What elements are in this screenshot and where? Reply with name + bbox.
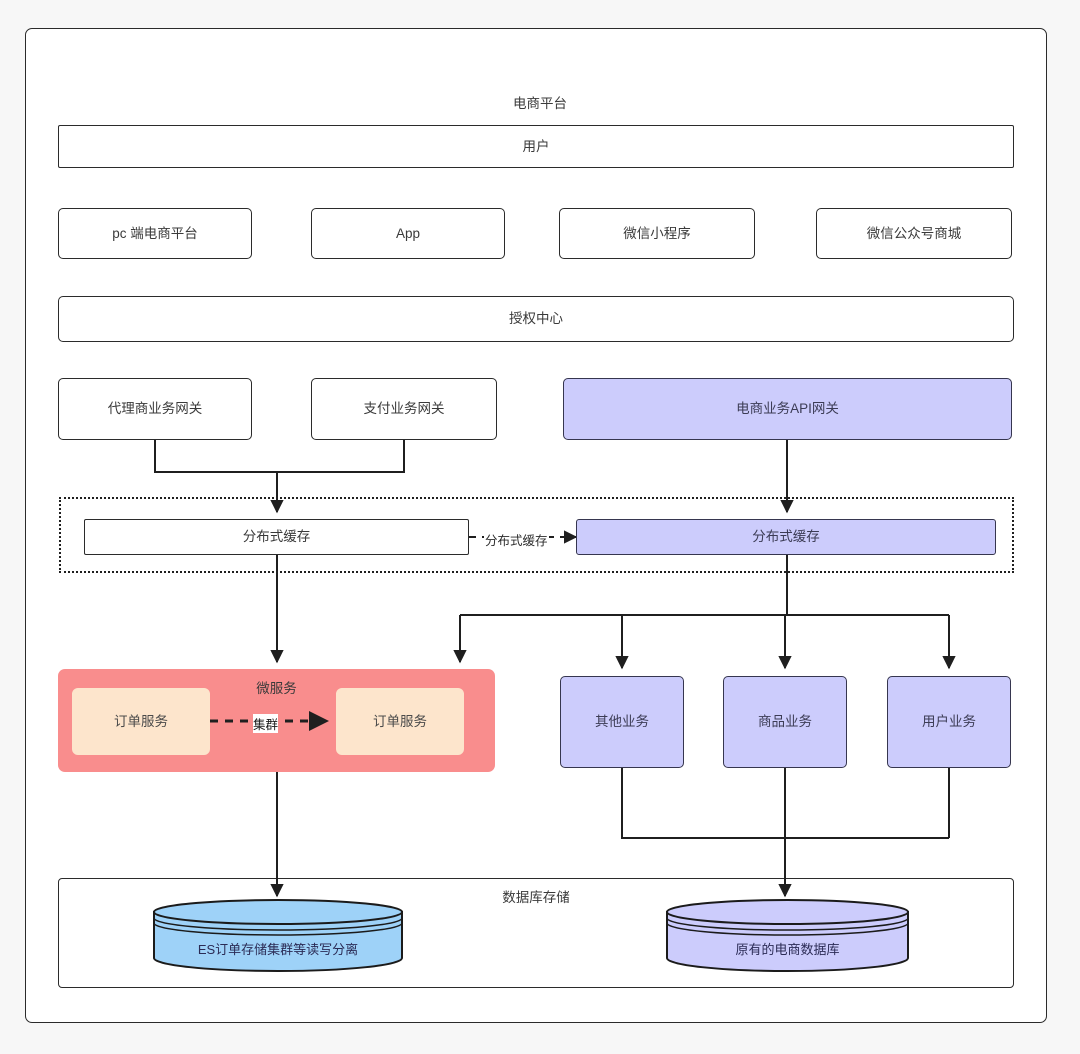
- business-service-label: 用户业务: [922, 714, 976, 730]
- database-legacy-ecommerce[interactable]: 原有的电商数据库: [665, 898, 910, 972]
- gateway-ecommerce-api[interactable]: 电商业务API网关: [563, 378, 1012, 440]
- business-service-other[interactable]: 其他业务: [560, 676, 684, 768]
- client-label: 微信公众号商城: [866, 225, 962, 241]
- business-service-label: 商品业务: [758, 714, 812, 730]
- gateway-label: 代理商业务网关: [107, 401, 203, 417]
- microservice-group-label: 微服务: [256, 681, 297, 696]
- database-es-order-store[interactable]: ES订单存储集群等读写分离: [152, 898, 404, 972]
- cache-group-container: [59, 497, 1014, 573]
- client-app[interactable]: App: [311, 208, 505, 259]
- business-service-label: 其他业务: [595, 714, 649, 730]
- auth-center[interactable]: 授权中心: [58, 296, 1014, 342]
- user-bar[interactable]: 用户: [58, 125, 1014, 168]
- order-service-secondary[interactable]: 订单服务: [336, 688, 464, 755]
- client-label: 微信小程序: [623, 225, 691, 241]
- client-pc-ecommerce[interactable]: pc 端电商平台: [58, 208, 252, 259]
- client-wechat-official-mall[interactable]: 微信公众号商城: [816, 208, 1012, 259]
- auth-center-label: 授权中心: [509, 311, 563, 327]
- gateway-agent-business[interactable]: 代理商业务网关: [58, 378, 252, 440]
- gateway-payment-business[interactable]: 支付业务网关: [311, 378, 497, 440]
- order-service-label: 订单服务: [114, 713, 168, 729]
- business-service-user[interactable]: 用户业务: [887, 676, 1011, 768]
- client-label: pc 端电商平台: [112, 225, 198, 241]
- gateway-label: 支付业务网关: [363, 401, 445, 417]
- order-service-primary[interactable]: 订单服务: [72, 688, 210, 755]
- cache-primary[interactable]: 分布式缓存: [84, 519, 469, 555]
- cache-label: 分布式缓存: [752, 529, 820, 545]
- diagram-title: 电商平台: [513, 96, 567, 111]
- gateway-label: 电商业务API网关: [736, 401, 839, 417]
- cache-label: 分布式缓存: [242, 529, 311, 545]
- client-label: App: [395, 225, 421, 241]
- cache-link-label: 分布式缓存: [484, 530, 549, 549]
- order-service-label: 订单服务: [373, 713, 427, 729]
- client-wechat-miniprogram[interactable]: 微信小程序: [559, 208, 755, 259]
- database-group-label: 数据库存储: [502, 890, 570, 905]
- business-service-product[interactable]: 商品业务: [723, 676, 847, 768]
- cluster-link-label: 集群: [253, 714, 279, 733]
- user-bar-label: 用户: [522, 138, 550, 154]
- cache-secondary[interactable]: 分布式缓存: [576, 519, 996, 555]
